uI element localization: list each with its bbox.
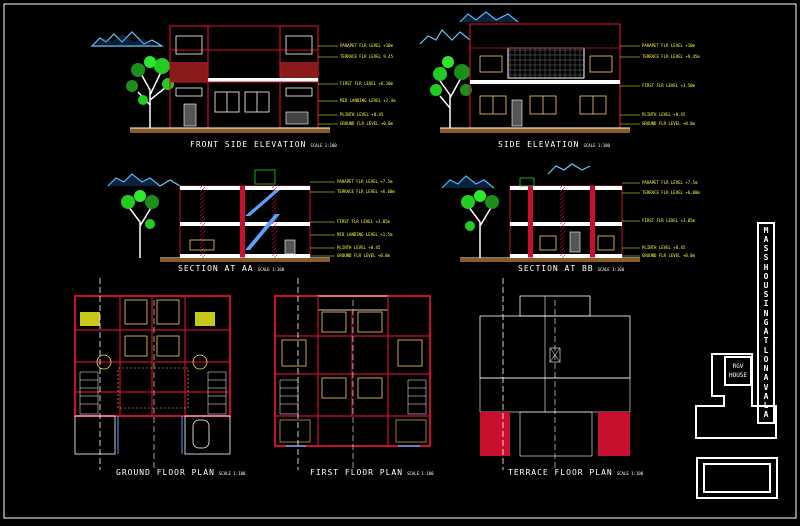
- level-label: FIRST FLR LEVEL +3.05m: [642, 218, 695, 223]
- title-letter: A: [763, 391, 769, 401]
- title-letter: S: [763, 244, 769, 254]
- title-letter: A: [763, 327, 769, 337]
- level-label: PLINTH LEVEL +0.45: [340, 112, 384, 117]
- level-label: PARAPET FLR LEVEL +7.5m: [337, 179, 393, 184]
- ground-floor-plan-drawing: [74, 278, 231, 470]
- title-letter: V: [763, 382, 769, 392]
- level-label: PARAPET FLR LEVEL +10m: [340, 43, 393, 48]
- title-letter: A: [763, 373, 769, 383]
- level-label: GROUND FLR LEVEL +0.0m: [337, 253, 390, 258]
- side-elevation-drawing: [419, 11, 640, 133]
- level-label: PLINTH LEVEL +0.45: [642, 245, 686, 250]
- title-block: [695, 353, 778, 499]
- title-letter: N: [763, 308, 769, 318]
- level-label: MID LANDING LEVEL +2.4m: [340, 98, 396, 103]
- level-label: PARAPET FLR LEVEL +7.5m: [642, 180, 698, 185]
- client-name-line2: HOUSE: [728, 372, 748, 379]
- title-letter: I: [763, 299, 769, 309]
- level-label: GROUND FLR LEVEL +0.0m: [642, 121, 695, 126]
- level-label: FIRST FLR LEVEL +6.10m: [340, 81, 393, 86]
- title-letter: S: [763, 290, 769, 300]
- title-letter: L: [763, 401, 769, 411]
- level-label: PARAPET FLR LEVEL +10m: [642, 43, 695, 48]
- title-letter: M: [763, 225, 769, 235]
- title-letter: L: [763, 345, 769, 355]
- level-label: TERRACE FLR LEVEL +6.60m: [642, 190, 700, 195]
- title-letter: S: [763, 253, 769, 263]
- level-label: TERRACE FLR LEVEL 9.45: [340, 54, 393, 59]
- title-letter: A: [763, 410, 769, 420]
- level-label: GROUND FLR LEVEL +0.0m: [642, 253, 695, 258]
- level-label: PLINTH LEVEL +0.45: [337, 245, 381, 250]
- client-name-line1: RGV: [732, 363, 744, 370]
- title-letter: H: [763, 262, 769, 272]
- level-label: FIRST FLR LEVEL +3.50m: [642, 83, 695, 88]
- title-letter: T: [763, 336, 769, 346]
- level-label: TERRACE FLR LEVEL +6.60m: [337, 189, 395, 194]
- section-bb-drawing: [441, 163, 640, 262]
- title-letter: N: [763, 364, 769, 374]
- terrace-floor-plan-drawing: [479, 278, 631, 470]
- title-letter: A: [763, 234, 769, 244]
- level-label: MID LANDING LEVEL +1.5m: [337, 232, 393, 237]
- title-letter: U: [763, 281, 769, 291]
- title-letter: O: [763, 354, 769, 364]
- section-aa-drawing: [107, 169, 335, 262]
- project-title-vertical: M A S S H O U S I N G A T L O N A V A L …: [757, 222, 775, 424]
- front-elevation-drawing: [90, 25, 338, 133]
- level-label: PLINTH LEVEL +0.45: [642, 112, 686, 117]
- level-label: GROUND FLR LEVEL +0.0m: [340, 121, 393, 126]
- level-label: FIRST FLR LEVEL +3.05m: [337, 219, 390, 224]
- title-letter: G: [763, 317, 769, 327]
- level-label: TERRACE FLR LEVEL +9.45m: [642, 54, 700, 59]
- title-letter: O: [763, 271, 769, 281]
- client-name-box: RGV HOUSE: [724, 356, 752, 386]
- first-floor-plan-drawing: [274, 278, 431, 470]
- sheet-border: [3, 3, 797, 519]
